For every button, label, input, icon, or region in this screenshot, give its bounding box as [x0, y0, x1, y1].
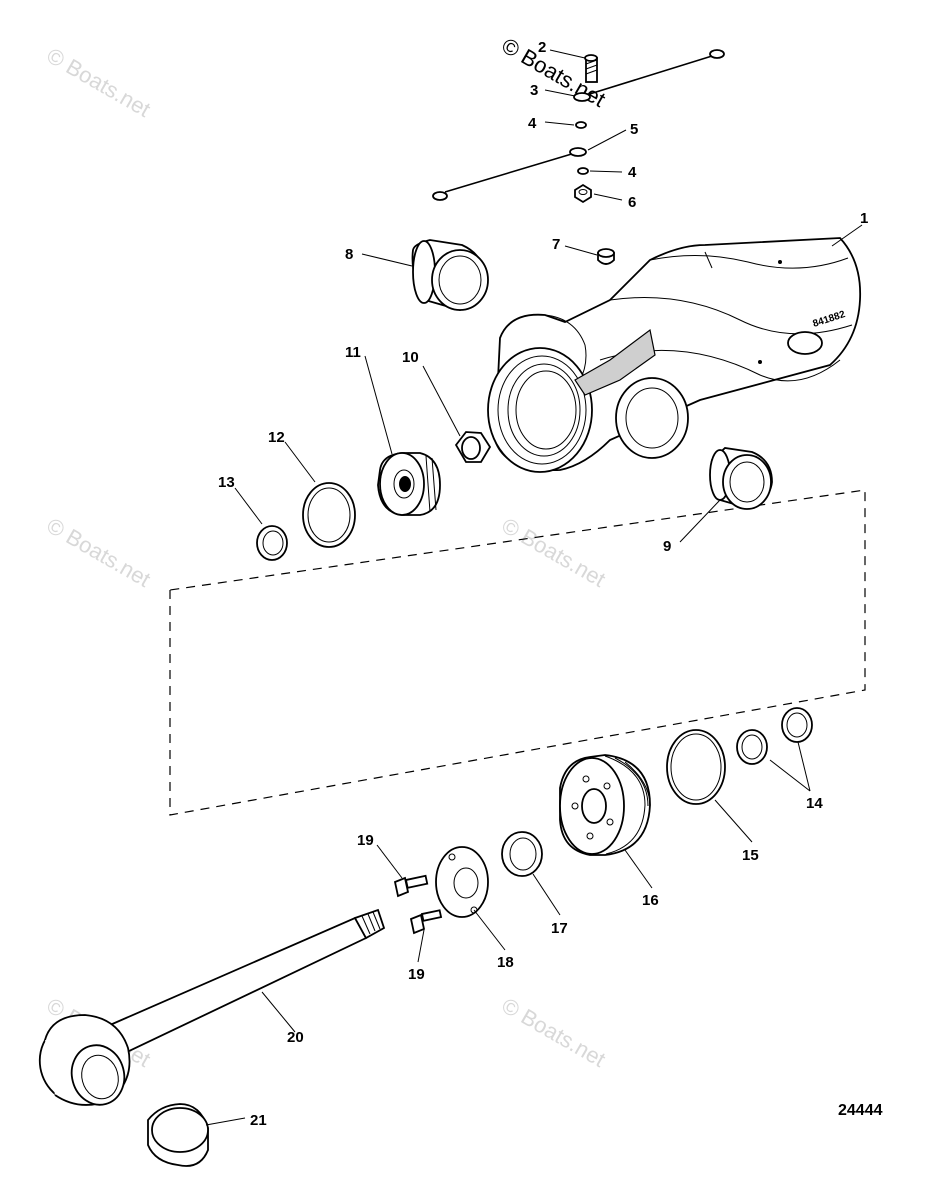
part-7-plug [597, 248, 615, 265]
callout-3: 3 [530, 82, 538, 99]
part-10-nut [454, 431, 492, 463]
part-12-oring [302, 482, 356, 548]
part-17-seal [501, 831, 543, 877]
part-14-rings [736, 707, 813, 765]
callout-20: 20 [287, 1029, 304, 1046]
part-9-bushing [709, 447, 773, 510]
callout-4b: 4 [628, 164, 637, 181]
callout-4: 4 [528, 115, 537, 132]
callout-8: 8 [345, 246, 353, 263]
part-11-piston [377, 452, 441, 516]
callout-2: 2 [538, 39, 546, 56]
callout-17: 17 [551, 920, 568, 937]
callout-7: 7 [552, 236, 560, 253]
watermark-mid-left: © Boats.net [43, 513, 155, 592]
callout-11: 11 [345, 344, 361, 361]
callout-14: 14 [806, 795, 823, 812]
assembly-dashed-line [169, 489, 866, 816]
callout-21: 21 [250, 1112, 267, 1129]
callout-16: 16 [642, 892, 659, 909]
callout-6: 6 [628, 194, 636, 211]
part-19-bolt-lower [409, 909, 443, 935]
part-13-ring [256, 525, 288, 561]
part-6-nut [574, 183, 592, 204]
callout-1: 1 [860, 210, 868, 227]
part-8-bushing [411, 239, 489, 311]
callout-9: 9 [663, 538, 671, 555]
diagram-id: 24444 [838, 1102, 883, 1119]
part-5-wire [432, 147, 587, 201]
callout-19: 19 [357, 832, 374, 849]
callout-5: 5 [630, 121, 638, 138]
part-15-oring [666, 729, 726, 805]
callouts: 1 2 3 4 5 4 6 7 8 9 10 11 12 13 14 15 16… [218, 39, 868, 1129]
part-4-washer [575, 121, 587, 129]
callout-12: 12 [268, 429, 285, 446]
callout-15: 15 [742, 847, 759, 864]
callout-19b: 19 [408, 966, 425, 983]
watermark-mid-right: © Boats.net [498, 513, 610, 592]
part-20-rod [38, 908, 386, 1106]
callout-10: 10 [402, 349, 419, 366]
part-18-retainer [435, 846, 489, 918]
part-21-bushing [147, 1103, 209, 1167]
leader-lines [205, 49, 863, 1126]
part-16-gland [559, 754, 651, 856]
callout-18: 18 [497, 954, 514, 971]
part-2-screw [584, 54, 598, 83]
callout-13: 13 [218, 474, 235, 491]
part-1-housing: 841882 [487, 237, 862, 473]
part-19-bolt-upper [393, 874, 429, 898]
part-4-washer-2 [577, 167, 589, 175]
watermark-bottom-right: © Boats.net [498, 993, 610, 1072]
watermark-layer: © Boats.net © Boats.net © Boats.net © Bo… [43, 33, 610, 1072]
watermark-top-left: © Boats.net [43, 43, 155, 122]
part-3-wire [573, 49, 725, 102]
